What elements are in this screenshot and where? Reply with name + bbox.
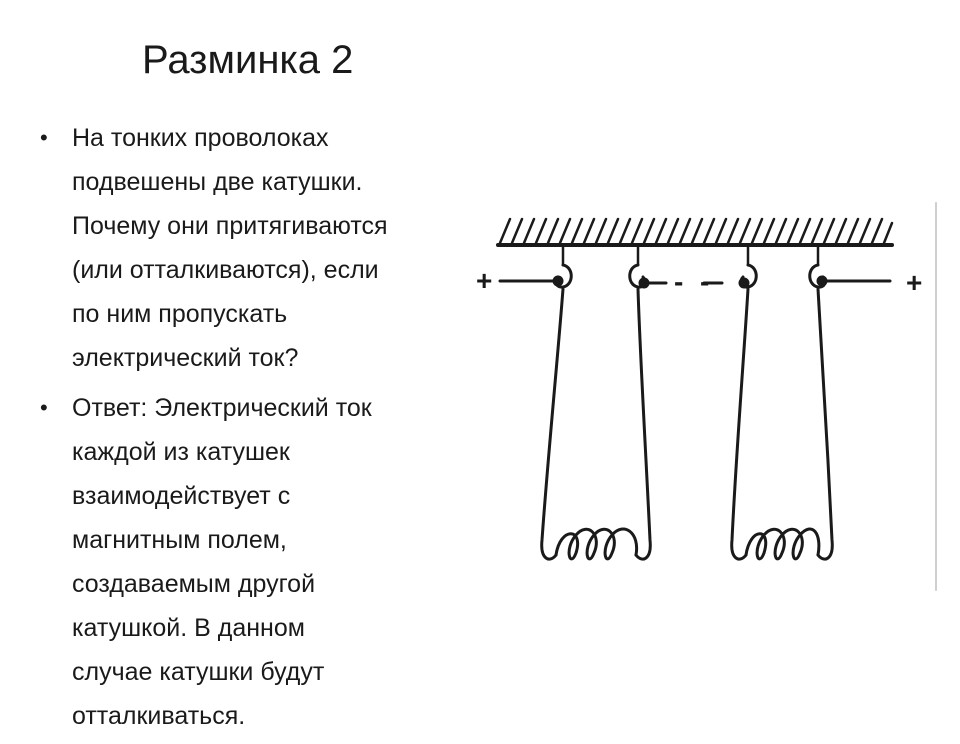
lead-wires xyxy=(498,275,892,289)
answer-line: случае катушки будут xyxy=(72,658,325,686)
answer-line: катушкой. В данном xyxy=(72,614,305,642)
bullet-list: • На тонких проволоках подвешены две кат… xyxy=(40,116,460,744)
question-line: по ним пропускать xyxy=(72,300,288,328)
left-coil xyxy=(540,287,652,561)
right-coil xyxy=(730,287,834,561)
answer-line: взаимодействует с xyxy=(72,482,291,510)
left-terminal-label: + xyxy=(476,265,492,296)
ceiling-support xyxy=(496,217,894,247)
hooks xyxy=(554,263,827,289)
answer-line: каждой из катушек xyxy=(72,438,290,466)
bullet-answer: • Ответ: Электрический ток каждой из кат… xyxy=(40,386,460,738)
left-inner-label: - xyxy=(674,266,683,297)
slide-title: Разминка 2 xyxy=(142,38,354,82)
right-terminal-label: + xyxy=(906,267,922,298)
answer-line: отталкиваться. xyxy=(72,702,246,730)
question-line: подвешены две катушки. xyxy=(72,168,363,196)
question-line: На тонких проволоках xyxy=(72,124,329,152)
bullet-marker: • xyxy=(40,395,48,420)
bullet-marker: • xyxy=(40,125,48,150)
answer-line: магнитным полем, xyxy=(72,526,287,554)
bullet-question: • На тонких проволоках подвешены две кат… xyxy=(40,116,460,380)
question-line: (или отталкиваются), если xyxy=(72,256,379,284)
answer-line: Ответ: Электрический ток xyxy=(72,394,372,422)
answer-line: создаваемым другой xyxy=(72,570,316,598)
suspension-wires xyxy=(561,245,820,267)
right-inner-label: - xyxy=(700,266,709,297)
question-line: Почему они притягиваются xyxy=(72,212,388,240)
question-line: электрический ток? xyxy=(72,344,299,372)
coils-diagram: + - - + xyxy=(476,202,937,591)
